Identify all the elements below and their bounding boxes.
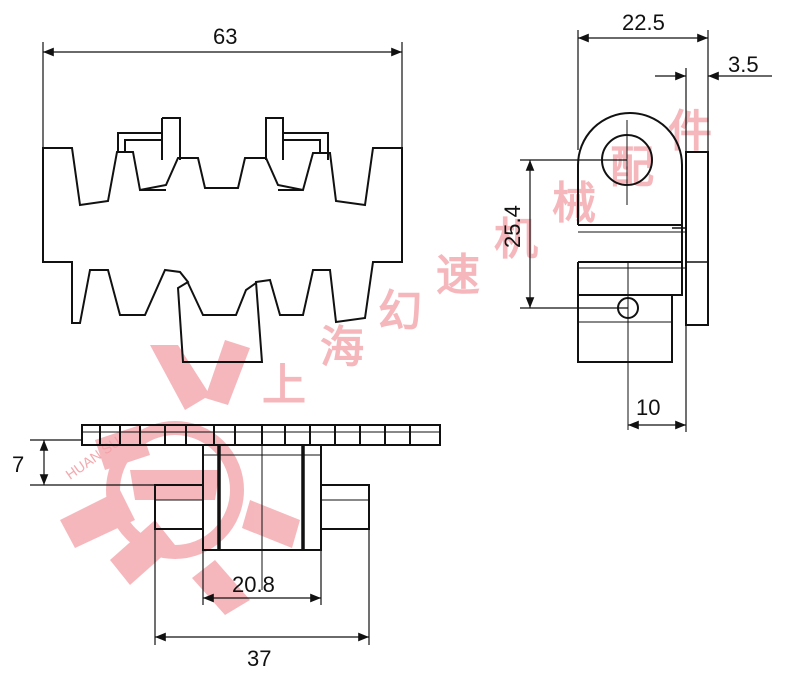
dim-22-5: 22.5 (577, 10, 709, 152)
top-view (42, 117, 403, 363)
dim-10: 10 (628, 325, 687, 432)
dim-7-label: 7 (12, 452, 24, 477)
side-view (577, 112, 709, 430)
watermark-char-3: 幻 (378, 286, 422, 337)
watermark-logo-icon (60, 340, 300, 615)
watermark-char-1: 上 (262, 360, 306, 411)
dim-20-8-label: 20.8 (232, 572, 275, 597)
dim-63: 63 (42, 24, 403, 148)
dim-3-5-label: 3.5 (728, 52, 759, 77)
dim-25-4-label: 25.4 (500, 205, 525, 248)
watermark-char-8: 件 (668, 106, 712, 157)
dim-37: 37 (154, 529, 370, 671)
dim-22-5-label: 22.5 (622, 10, 665, 35)
watermark: 上 海 幻 速 机 械 配 件 HUAN SU (60, 106, 712, 615)
watermark-char-6: 械 (552, 178, 596, 229)
dim-63-label: 63 (213, 24, 237, 49)
bottom-view (81, 424, 441, 590)
watermark-char-2: 海 (320, 322, 364, 373)
dim-3-5: 3.5 (655, 52, 772, 152)
dim-20-8: 20.8 (202, 550, 322, 605)
dim-7: 7 (12, 439, 155, 486)
dim-25-4: 25.4 (500, 159, 628, 309)
watermark-char-4: 速 (436, 250, 480, 301)
dim-10-label: 10 (636, 395, 660, 420)
dim-37-label: 37 (247, 646, 271, 671)
